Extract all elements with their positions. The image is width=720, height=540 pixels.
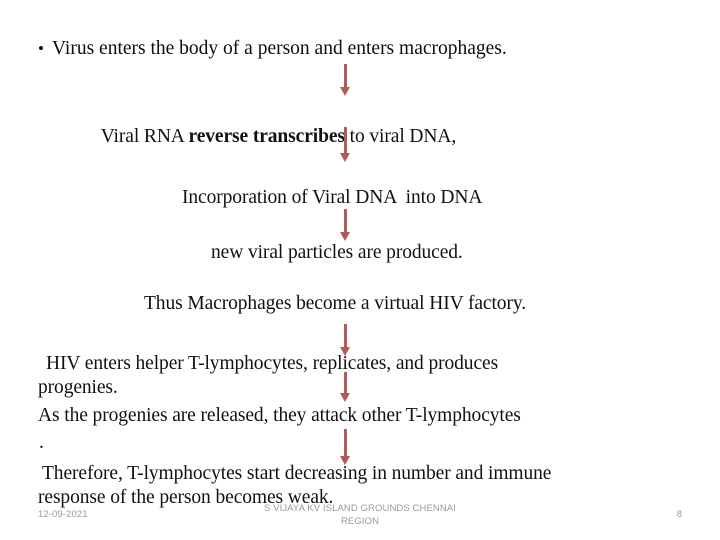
flow-step-reverse-transcription-bold: reverse transcribes: [188, 126, 345, 147]
flow-step-reverse-transcription: Viral RNA reverse transcribes to viral D…: [82, 99, 456, 174]
bullet-list-item-virus-enters: • Virus enters the body of a person and …: [30, 36, 690, 61]
footer-date: 12-09-2021: [38, 509, 88, 520]
flow-step-new-particles: new viral particles are produced.: [211, 242, 463, 263]
down-arrow-icon-6: [340, 429, 351, 465]
flow-step-reverse-transcription-prefix: Viral RNA: [100, 126, 189, 147]
down-arrow-icon-2: [340, 127, 351, 162]
slide-footer: 12-09-2021 S VIJAYA KV ISLAND GROUNDS CH…: [0, 498, 720, 540]
flow-step-progenies-released: As the progenies are released, they atta…: [38, 405, 521, 426]
flow-step-reverse-transcription-suffix: to viral DNA,: [344, 126, 457, 147]
footer-page-number: 8: [676, 509, 682, 520]
flow-step-progenies: progenies.: [38, 377, 118, 398]
flow-step-virus-enters: Virus enters the body of a person and en…: [52, 38, 507, 59]
footer-author: S VIJAYA KV ISLAND GROUNDS CHENNAI REGIO…: [210, 503, 510, 528]
down-arrow-icon-1: [340, 64, 351, 96]
footer-author-line-1: S VIJAYA KV ISLAND GROUNDS CHENNAI: [263, 503, 457, 514]
bullet-point-icon: •: [38, 39, 44, 58]
flow-step-macrophage-factory: Thus Macrophages become a virtual HIV fa…: [144, 293, 527, 314]
flow-step-incorporation: Incorporation of Viral DNA into DNA: [182, 187, 483, 208]
flow-step-period: .: [39, 432, 44, 453]
down-arrow-icon-3: [340, 209, 351, 241]
flow-step-hiv-enters-tcells: HIV enters helper T-lymphocytes, replica…: [46, 353, 499, 374]
down-arrow-icon-5: [340, 372, 351, 402]
footer-author-line-2: REGION: [340, 515, 380, 527]
flow-step-tcell-decrease: Therefore, T-lymphocytes start decreasin…: [42, 463, 552, 484]
down-arrow-icon-4: [340, 324, 351, 356]
flow-step-immune-weak: response of the person becomes weak.: [38, 487, 334, 508]
